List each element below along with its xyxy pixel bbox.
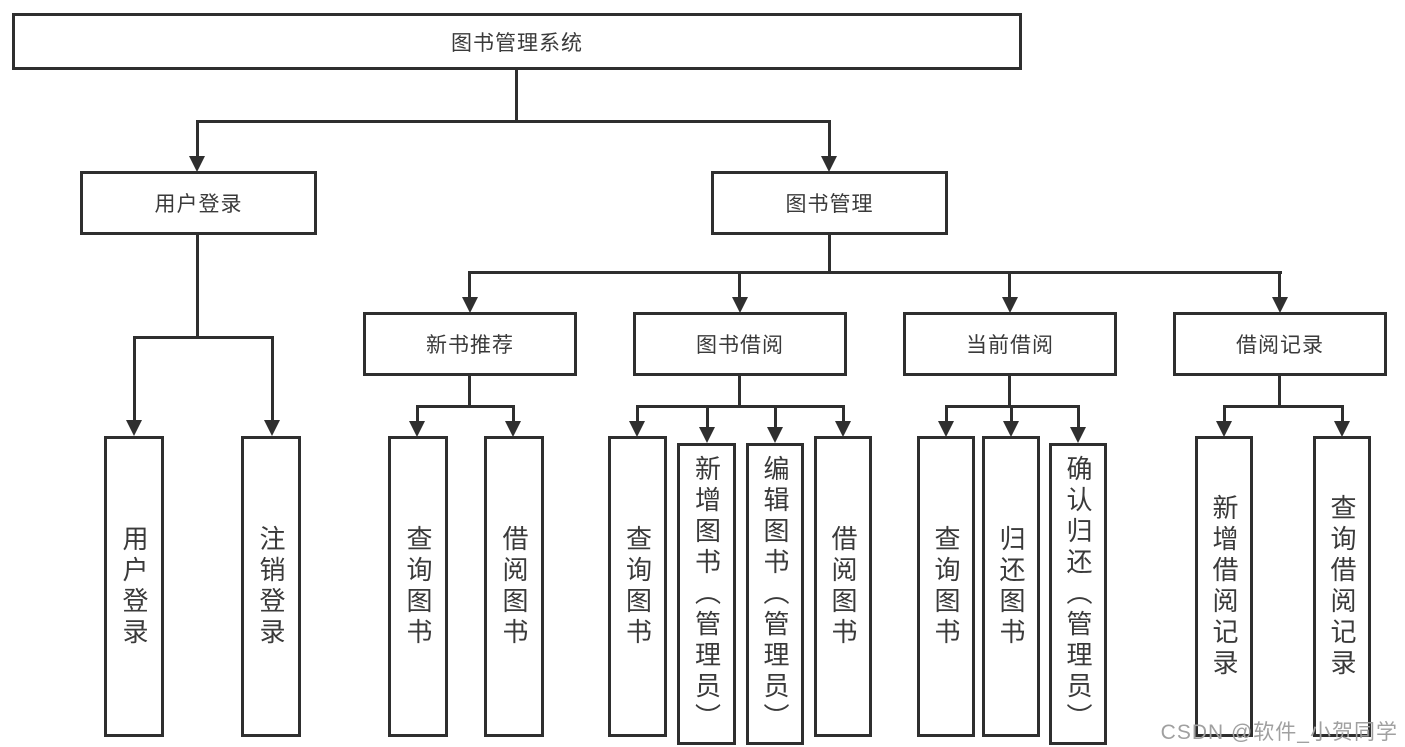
leaf-logout: 注销登录 xyxy=(241,436,301,737)
arrow-down-icon xyxy=(629,421,645,437)
arrow-down-icon xyxy=(505,421,521,437)
connector-vline xyxy=(1278,376,1281,407)
node-root: 图书管理系统 xyxy=(12,13,1022,70)
connector-vline xyxy=(828,120,831,158)
connector-vline xyxy=(1008,271,1011,299)
connector-vline xyxy=(738,271,741,299)
connector-vline xyxy=(1008,376,1011,407)
leaf-add-books-admin: 新增图书（管理员） xyxy=(677,443,736,745)
arrow-down-icon xyxy=(409,421,425,437)
arrow-down-icon xyxy=(189,156,205,172)
connector-vline xyxy=(1278,271,1281,299)
connector-vline xyxy=(1077,405,1080,428)
connector-vline xyxy=(738,376,741,407)
arrow-down-icon xyxy=(1216,421,1232,437)
leaf-borrow-books: 借阅图书 xyxy=(814,436,872,737)
connector-vline xyxy=(774,405,777,428)
connector-vline xyxy=(512,405,515,422)
arrow-down-icon xyxy=(264,420,280,436)
connector-hline xyxy=(1223,405,1344,408)
connector-hline xyxy=(416,405,515,408)
connector-hline xyxy=(133,336,274,339)
connector-vline xyxy=(945,405,948,422)
arrow-down-icon xyxy=(1070,427,1086,443)
connector-hline xyxy=(196,120,831,123)
connector-vline xyxy=(468,271,471,299)
arrow-down-icon xyxy=(835,421,851,437)
leaf-user-login: 用户登录 xyxy=(104,436,164,737)
connector-vline xyxy=(1223,405,1226,422)
connector-hline xyxy=(636,405,845,408)
connector-vline xyxy=(515,70,518,120)
connector-hline xyxy=(469,271,1282,274)
node-user-login: 用户登录 xyxy=(80,171,317,235)
connector-vline xyxy=(828,235,831,273)
connector-vline xyxy=(133,336,136,422)
connector-vline xyxy=(196,120,199,158)
node-current-borrowing: 当前借阅 xyxy=(903,312,1117,376)
arrow-down-icon xyxy=(699,427,715,443)
connector-vline xyxy=(636,405,639,422)
node-new-book-recommendation: 新书推荐 xyxy=(363,312,577,376)
connector-vline xyxy=(1010,405,1013,422)
node-book-borrowing: 图书借阅 xyxy=(633,312,847,376)
connector-vline xyxy=(706,405,709,428)
leaf-confirm-return-admin: 确认归还（管理员） xyxy=(1049,443,1107,745)
node-book-management: 图书管理 xyxy=(711,171,948,235)
connector-vline xyxy=(468,376,471,407)
arrow-down-icon xyxy=(1002,297,1018,313)
leaf-query-books: 查询图书 xyxy=(608,436,667,737)
connector-vline xyxy=(842,405,845,422)
arrow-down-icon xyxy=(767,427,783,443)
leaf-add-borrowing-record: 新增借阅记录 xyxy=(1195,436,1253,737)
connector-vline xyxy=(271,336,274,422)
csdn-watermark: CSDN @软件_小贺同学 xyxy=(1160,721,1398,744)
node-borrowing-records: 借阅记录 xyxy=(1173,312,1387,376)
arrow-down-icon xyxy=(1272,297,1288,313)
leaf-borrow-books: 借阅图书 xyxy=(484,436,544,737)
connector-vline xyxy=(1341,405,1344,422)
arrow-down-icon xyxy=(1334,421,1350,437)
connector-vline xyxy=(416,405,419,422)
arrow-down-icon xyxy=(938,421,954,437)
arrow-down-icon xyxy=(821,156,837,172)
arrow-down-icon xyxy=(732,297,748,313)
arrow-down-icon xyxy=(462,297,478,313)
leaf-edit-books-admin: 编辑图书（管理员） xyxy=(746,443,804,745)
leaf-query-books: 查询图书 xyxy=(917,436,975,737)
connector-vline xyxy=(196,235,199,338)
arrow-down-icon xyxy=(1003,421,1019,437)
leaf-query-books: 查询图书 xyxy=(388,436,448,737)
arrow-down-icon xyxy=(126,420,142,436)
leaf-return-books: 归还图书 xyxy=(982,436,1040,737)
leaf-query-borrowing-record: 查询借阅记录 xyxy=(1313,436,1371,737)
